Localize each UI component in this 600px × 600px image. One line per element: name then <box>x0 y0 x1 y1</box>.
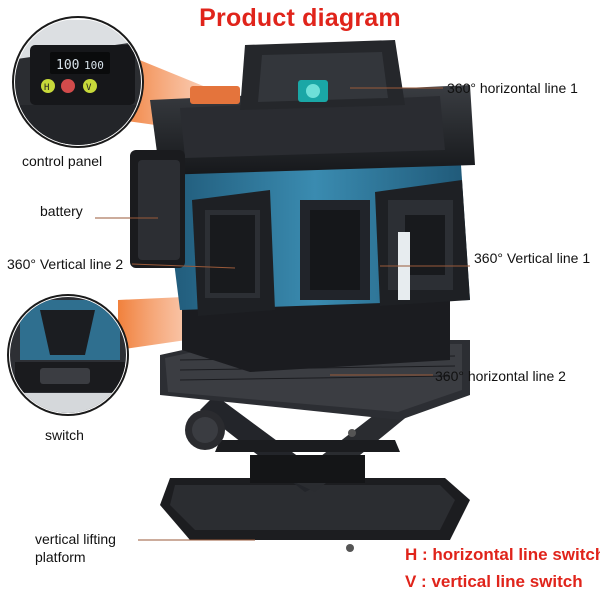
legend-v-switch: V : vertical line switch <box>405 572 583 591</box>
label-battery: battery <box>40 203 83 219</box>
lifting-platform <box>160 340 470 552</box>
page-title: Product diagram <box>199 4 401 32</box>
label-horizontal-line-2: 360° horizontal line 2 <box>435 368 566 384</box>
laser-body <box>130 40 475 372</box>
label-vertical-line-1: 360° Vertical line 1 <box>474 250 591 266</box>
label-control-panel: control panel <box>22 153 103 169</box>
label-horizontal-line-1: 360° horizontal line 1 <box>447 80 578 96</box>
label-vertical-line-2: 360° Vertical line 2 <box>7 256 124 272</box>
leader-vertical-line-2 <box>131 263 236 269</box>
svg-text:100: 100 <box>84 59 104 72</box>
legend-h-switch: H : horizontal line switch <box>405 545 600 564</box>
svg-text:100: 100 <box>56 58 79 73</box>
label-switch: switch <box>45 427 84 443</box>
label-vertical-lifting-platform: vertical lifting platform <box>35 530 116 566</box>
switch-zoom <box>7 294 129 416</box>
svg-text:H: H <box>44 83 49 93</box>
label-lifting-line-2: platform <box>35 549 86 565</box>
control-panel-zoom: 100 100 H V <box>12 16 144 148</box>
label-lifting-line-1: vertical lifting <box>35 531 116 547</box>
svg-text:V: V <box>86 83 92 93</box>
